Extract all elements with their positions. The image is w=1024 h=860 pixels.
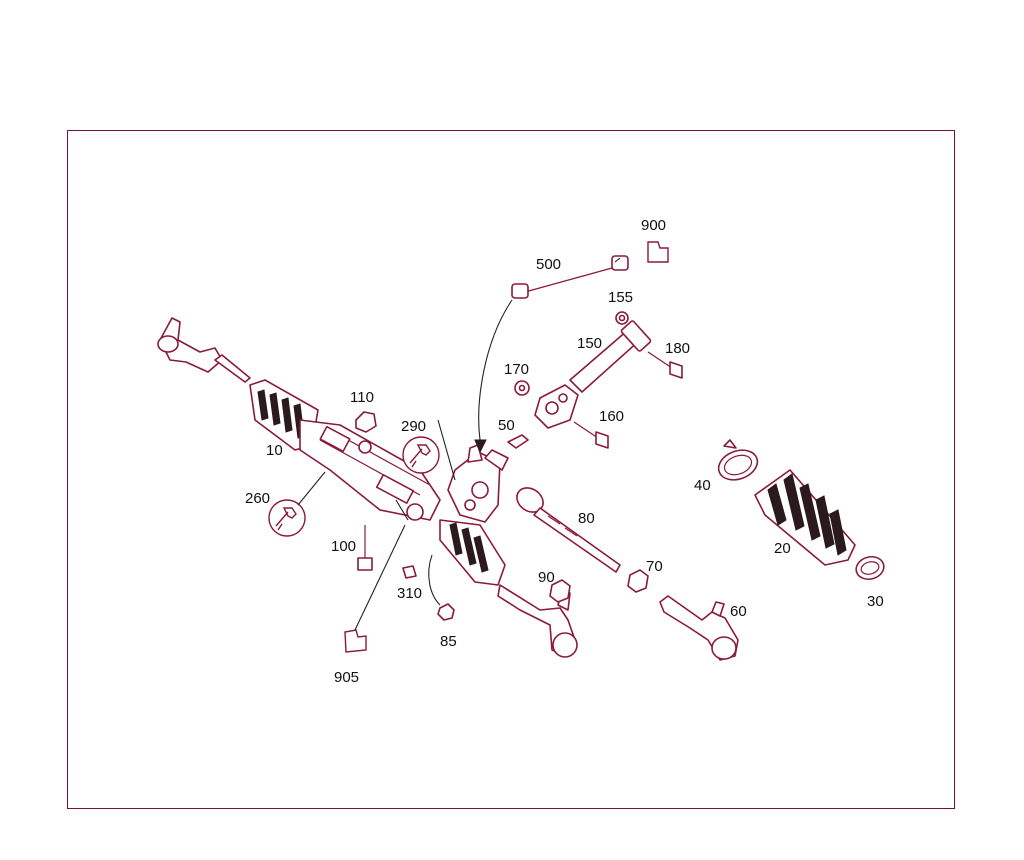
callout-110: 110 — [350, 389, 374, 406]
callout-160: 160 — [599, 408, 624, 425]
callout-180: 180 — [665, 340, 690, 357]
callout-100: 100 — [331, 538, 356, 555]
callout-155: 155 — [608, 289, 633, 306]
callout-70: 70 — [646, 558, 663, 575]
callout-500: 500 — [536, 256, 561, 273]
callout-905: 905 — [334, 669, 359, 686]
clamp-30 — [855, 555, 885, 581]
callout-260: 260 — [245, 490, 270, 507]
callout-60: 60 — [730, 603, 747, 620]
leader-lines — [297, 257, 621, 631]
callout-290: 290 — [401, 418, 426, 435]
callout-10: 10 — [266, 442, 283, 459]
steering-column-shaft — [534, 320, 652, 429]
torque-wrench-icon — [402, 436, 440, 474]
intermediate-shaft-rod — [474, 255, 629, 454]
callout-30: 30 — [867, 593, 884, 610]
bellows-boot — [754, 469, 856, 566]
outer-tie-rod-end — [659, 595, 739, 661]
callout-150: 150 — [577, 335, 602, 352]
callout-900: 900 — [641, 217, 666, 234]
callout-85: 85 — [440, 633, 457, 650]
tag-label-icon — [647, 241, 669, 263]
callout-80: 80 — [578, 510, 595, 527]
callout-50: 50 — [498, 417, 515, 434]
inner-tie-rod — [516, 487, 621, 573]
diagram-frame — [67, 130, 955, 809]
tag-label-icon — [344, 629, 367, 653]
steering-rack-assembly — [157, 317, 578, 658]
callouts: 10 20 30 40 50 60 70 80 85 90 100 110 15… — [245, 217, 884, 686]
callout-20: 20 — [774, 540, 791, 557]
callout-90: 90 — [538, 569, 555, 586]
fasteners — [355, 311, 683, 621]
callout-310: 310 — [397, 585, 422, 602]
torque-wrench-icon — [268, 499, 306, 537]
callout-170: 170 — [504, 361, 529, 378]
callout-40: 40 — [694, 477, 711, 494]
clamp-40 — [717, 439, 759, 481]
